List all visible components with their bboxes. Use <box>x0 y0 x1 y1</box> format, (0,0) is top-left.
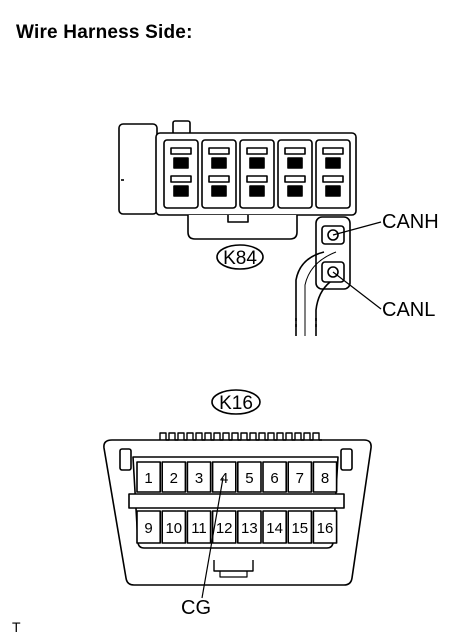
k84-cavity-column <box>201 139 237 209</box>
k84-connector <box>118 120 357 240</box>
k84-terminal <box>173 185 189 197</box>
k84-label-oval <box>216 244 264 270</box>
diagram-title: Wire Harness Side: <box>16 22 193 43</box>
k16-pin-cell <box>186 461 212 493</box>
k16-pin-number-6: 6 <box>270 470 278 487</box>
k84-lance <box>208 175 230 183</box>
k16-pin-cell <box>211 510 237 544</box>
k16-pin-cell <box>136 461 162 493</box>
k16-pin-number-15: 15 <box>291 520 308 537</box>
k16-pin-number-8: 8 <box>321 470 329 487</box>
k84-cavity-column <box>315 139 351 209</box>
k16-pin-number-9: 9 <box>144 520 152 537</box>
k84-terminal <box>249 185 265 197</box>
k84-cavity-column <box>163 139 199 209</box>
canl-label: CANL <box>382 299 435 321</box>
k16-pin-cell <box>312 461 338 493</box>
k84-lance <box>170 175 192 183</box>
canh-leader-line <box>332 221 382 236</box>
k16-pin-cell <box>161 510 187 544</box>
k16-pin-cell <box>186 510 212 544</box>
k16-pin-cell <box>136 510 162 544</box>
k84-terminal <box>287 157 303 169</box>
k16-label: K16 <box>219 393 253 414</box>
k84-lance <box>322 147 344 155</box>
k16-pin-number-16: 16 <box>317 520 334 537</box>
k16-pin-cell <box>262 461 288 493</box>
k84-lance <box>208 147 230 155</box>
k84-cavity-column <box>239 139 275 209</box>
k16-pin-number-4: 4 <box>220 470 228 487</box>
k84-terminal <box>211 185 227 197</box>
k84-lance <box>322 175 344 183</box>
k16-pin-number-1: 1 <box>144 470 152 487</box>
k16-pin-cell <box>287 461 313 493</box>
k84-lance <box>170 147 192 155</box>
k84-cavity-column <box>277 139 313 209</box>
k16-pin-cell <box>262 510 288 544</box>
canl-leader-line <box>332 271 382 310</box>
k16-pin-cell <box>287 510 313 544</box>
k84-lance <box>284 147 306 155</box>
k16-pin-number-2: 2 <box>170 470 178 487</box>
k16-pin-number-12: 12 <box>216 520 233 537</box>
k16-pin-cell <box>312 510 338 544</box>
footer-mark: T <box>12 619 21 635</box>
k16-pin-number-7: 7 <box>296 470 304 487</box>
k84-terminal-plug <box>295 216 351 336</box>
k84-lance <box>246 175 268 183</box>
k84-terminal <box>173 157 189 169</box>
k84-terminal <box>287 185 303 197</box>
k84-terminal <box>325 185 341 197</box>
k16-label-oval <box>211 389 261 415</box>
k84-lance <box>246 147 268 155</box>
k16-pin-cell <box>161 461 187 493</box>
k84-terminal <box>325 157 341 169</box>
k84-lance <box>284 175 306 183</box>
cg-label: CG <box>181 597 211 619</box>
cg-leader-line <box>201 477 224 599</box>
k84-label: K84 <box>223 248 257 269</box>
k16-pin-cell <box>237 510 262 544</box>
k16-pin-number-13: 13 <box>241 520 258 537</box>
k16-pin-number-11: 11 <box>191 520 207 537</box>
k16-pin-number-10: 10 <box>165 520 182 537</box>
canh-label: CANH <box>382 211 439 233</box>
k16-pin-number-3: 3 <box>195 470 203 487</box>
k16-pin-number-14: 14 <box>266 520 283 537</box>
k16-pin-number-5: 5 <box>245 470 253 487</box>
k16-pin-cell <box>237 461 262 493</box>
k84-terminal <box>249 157 265 169</box>
k16-pin-cell <box>211 461 237 493</box>
k84-terminal <box>211 157 227 169</box>
